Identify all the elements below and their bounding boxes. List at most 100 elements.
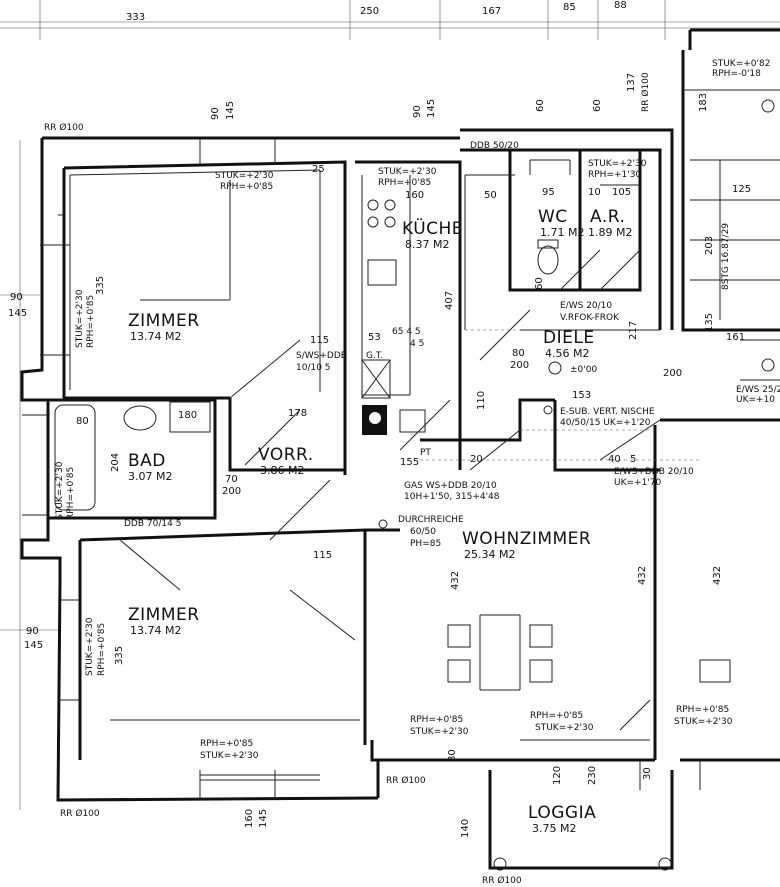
note-rph-z1: RPH=+0'85	[220, 182, 273, 192]
dim-145c: 145	[258, 809, 269, 828]
dim-135: 135	[704, 313, 715, 332]
dim-top-88: 88	[614, 0, 627, 11]
note-rph-ar: RPH=+1'30	[588, 170, 641, 180]
dim-60c: 60	[534, 277, 545, 290]
dim-90a: 90	[210, 107, 221, 120]
walls	[20, 28, 780, 870]
note-ews-ddb: E/WS+DDB 20/10	[614, 467, 694, 477]
dim-95: 95	[542, 187, 555, 198]
note-ddb-50-20: DDB 50/20	[470, 141, 519, 151]
dim-145e: 145	[24, 640, 43, 651]
note-stuk-treppe: STUK=+0'82	[712, 59, 770, 69]
room-wohnzimmer: WOHNZIMMER	[462, 529, 591, 549]
dim-105: 105	[612, 187, 631, 198]
dim-top-333: 333	[126, 12, 145, 23]
dim-80a: 80	[76, 416, 89, 427]
note-rph-wohn-3: RPH=+0'85	[676, 705, 729, 715]
dim-145a: 145	[225, 101, 236, 120]
room-labels: ZIMMER 13.74 M2 KÜCHE 8.37 M2 WC 1.71 M2…	[128, 207, 632, 835]
note-rph-bad: RPH=+0'85	[66, 467, 76, 520]
dim-178: 178	[288, 408, 307, 419]
note-gas: GAS WS+DDB 20/10	[404, 481, 497, 491]
dim-50: 50	[484, 190, 497, 201]
note-rr-4: RR Ø100	[482, 875, 522, 886]
dim-80b: 80	[512, 348, 525, 359]
dim-432c: 432	[712, 566, 723, 585]
note-zero-level: ±0'00	[570, 365, 597, 375]
dim-80c: 80	[447, 749, 458, 762]
room-zimmer-2: ZIMMER	[128, 605, 200, 625]
room-loggia: LOGGIA	[528, 803, 596, 823]
room-vorraum-area: 3.86 M2	[260, 464, 304, 477]
dim-40: 40	[608, 454, 621, 465]
room-bad-area: 3.07 M2	[128, 470, 172, 483]
note-rr-3: RR Ø100	[60, 808, 100, 819]
top-dimensions: 333 250 167 85 88	[126, 0, 627, 23]
note-rph-wohn-1: RPH=+0'85	[410, 715, 463, 725]
note-pt: PT	[420, 448, 431, 458]
dim-217: 217	[628, 321, 639, 340]
note-stuk-bad: STUK=+2'30	[55, 461, 65, 520]
dim-5: 5	[630, 454, 636, 465]
note-gas-height: 10H+1'50, 315+4'48	[404, 492, 500, 502]
note-sws-ddb: S/WS+DDB	[296, 351, 347, 361]
room-wohnzimmer-area: 25.34 M2	[464, 548, 515, 561]
note-esub-nische: E-SUB. VERT. NISCHE	[560, 407, 655, 417]
note-rph-z2: RPH=+0'85	[200, 739, 253, 749]
room-ar-area: 1.89 M2	[588, 226, 632, 239]
note-uk-diele: UK=+10	[736, 395, 775, 405]
note-stairs: 8STG 16.87/29	[721, 223, 731, 290]
dim-200b: 200	[663, 368, 682, 379]
note-stuk-z1: STUK=+2'30	[215, 171, 274, 181]
note-vrfok-frok: V.RFOK-FROK	[560, 313, 620, 323]
note-stuk-wohn-3: STUK=+2'30	[674, 717, 733, 727]
dim-200c: 200	[510, 360, 529, 371]
dim-145b: 145	[426, 99, 437, 118]
note-rph-kueche: RPH=+0'85	[378, 178, 431, 188]
note-rph-wohn-2: RPH=+0'85	[530, 711, 583, 721]
dim-90b: 90	[412, 105, 423, 118]
note-rr-1: RR Ø100	[44, 122, 84, 133]
note-stuk-z1-vertical: STUK=+2'30	[75, 289, 85, 348]
dim-125: 125	[732, 184, 751, 195]
note-ddb-70-14: DDB 70/14 5	[124, 519, 181, 529]
dim-160: 160	[405, 190, 424, 201]
room-wc: WC	[538, 207, 568, 227]
dim-115b: 115	[313, 550, 332, 561]
dim-20: 20	[470, 454, 483, 465]
dim-60a: 60	[535, 99, 546, 112]
dim-432a: 432	[450, 571, 461, 590]
room-loggia-area: 3.75 M2	[532, 822, 576, 835]
dim-10a: 10	[588, 187, 601, 198]
note-durchreiche-size: 60/50	[410, 527, 436, 537]
note-durchreiche-ph: PH=85	[410, 539, 441, 549]
note-stuk-ar: STUK=+2'30	[588, 159, 647, 169]
note-rph-treppe: RPH=-0'18	[712, 69, 761, 79]
dim-432b: 432	[637, 566, 648, 585]
note-4-5: 4 5	[410, 339, 424, 349]
note-esub-size: 40/50/15 UK=+1'20	[560, 418, 651, 428]
detail-lines	[22, 89, 780, 871]
room-zimmer-1-area: 13.74 M2	[130, 330, 181, 343]
dim-160b: 160	[244, 809, 255, 828]
note-uk-170: UK=+1'70	[614, 478, 661, 488]
dimension-labels: 90 145 90 145 335 335 160 407 50 95 10 1…	[8, 73, 751, 838]
dim-110: 110	[476, 391, 487, 410]
dim-140: 140	[460, 819, 471, 838]
room-wc-area: 1.71 M2	[540, 226, 584, 239]
dim-115a: 115	[310, 335, 329, 346]
note-sws-ddb-size: 10/10 5	[296, 363, 331, 373]
dim-230: 230	[587, 766, 598, 785]
room-bad: BAD	[128, 451, 166, 471]
dim-407: 407	[444, 291, 455, 310]
dim-120: 120	[552, 766, 563, 785]
note-ews-diele: E/WS 25/20	[736, 385, 780, 395]
dim-60b: 60	[592, 99, 603, 112]
note-stuk-kueche: STUK=+2'30	[378, 167, 437, 177]
note-stuk-wohn-2: STUK=+2'30	[535, 723, 594, 733]
note-stuk-wohn-1: STUK=+2'30	[410, 727, 469, 737]
note-durchreiche: DURCHREICHE	[398, 515, 464, 525]
room-diele-area: 4.56 M2	[545, 347, 589, 360]
dim-200a: 200	[222, 486, 241, 497]
